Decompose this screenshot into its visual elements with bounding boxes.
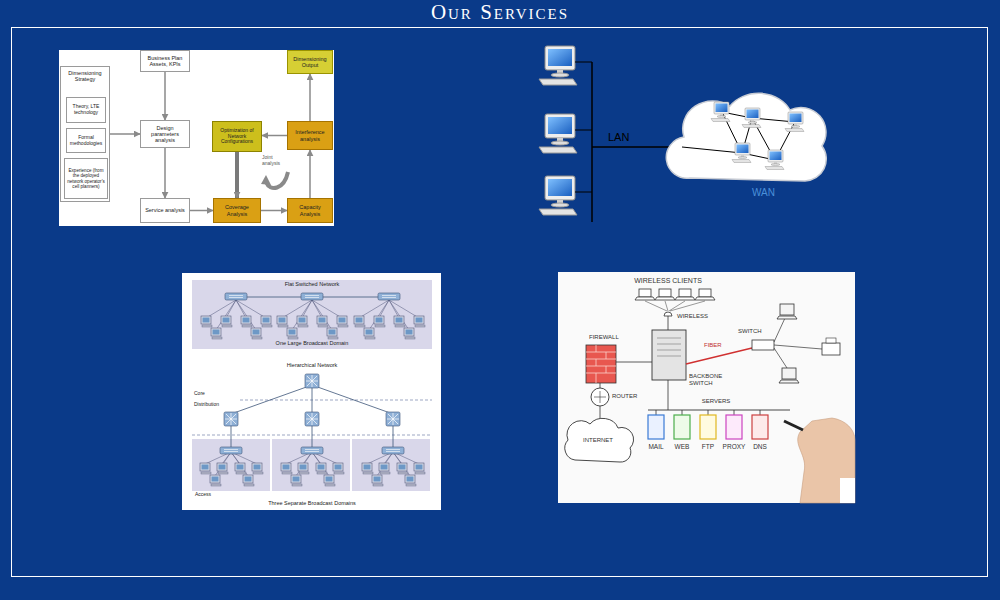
flow-box: Service analysis	[140, 198, 190, 223]
flow-box: Interference analysis	[287, 121, 333, 150]
illustration-label: SWITCH	[738, 328, 762, 335]
illustration-label: FTP	[702, 443, 714, 450]
box-text: Experience (from the deployed network op…	[65, 167, 107, 190]
box-text: Dimensioning Strategy	[61, 67, 109, 84]
flow-arrow	[309, 74, 311, 121]
illustration-label: SERVERS	[702, 398, 731, 405]
illustration-label: WIRELESS	[677, 313, 708, 320]
flow-box: Coverage Analysis	[213, 198, 261, 223]
box-text: Design parameters analysis	[141, 124, 189, 145]
flow-box: Dimensioning Output	[287, 50, 333, 74]
flow-box: Business Plan Assets, KPIs	[140, 50, 190, 72]
box-text: Business Plan Assets, KPIs	[141, 54, 189, 69]
illustration-label: LAN	[608, 131, 629, 144]
box-text: Formal methodologies	[67, 134, 105, 148]
illustration-label: DNS	[753, 443, 767, 450]
flow-arrow	[262, 135, 287, 137]
flow-arrow	[190, 210, 213, 212]
illustration-label: Joint analysis	[262, 155, 287, 167]
illustration-label: WIRELESS CLIENTS	[634, 277, 702, 285]
flow-arrow	[235, 152, 239, 198]
illustration-label: Three Separate Broadcast Domains	[268, 500, 356, 506]
flow-box: Formal methodologies	[66, 128, 106, 153]
illustration-label: One Large Broadcast Domain	[276, 340, 349, 346]
illustration-label: Core	[194, 391, 205, 397]
flow-box: Dimensioning StrategyTheory, LTE technol…	[60, 66, 110, 202]
box-text: Coverage Analysis	[214, 203, 260, 218]
illustration-label: FIREWALL	[589, 334, 619, 341]
illustration-label: WAN	[752, 187, 775, 199]
flow-box: Experience (from the deployed network op…	[64, 158, 108, 199]
box-text: Interference analysis	[288, 128, 332, 143]
illustration-label: PROXY	[723, 443, 746, 450]
flow-box: Theory, LTE technology	[66, 97, 106, 123]
illustration-label: INTERNET	[583, 437, 613, 444]
page-title: Our Services	[0, 0, 1000, 24]
flow-arrow	[261, 210, 287, 212]
flow-box: Capacity Analysis	[287, 198, 333, 223]
illustration-label: MAIL	[648, 443, 663, 450]
box-text: Service analysis	[143, 206, 187, 214]
flow-arrow	[309, 150, 311, 198]
box-text: Theory, LTE technology	[67, 103, 105, 117]
illustration-label: WEB	[675, 443, 690, 450]
flow-box: Design parameters analysis	[140, 120, 190, 148]
flow-arrow	[164, 148, 166, 198]
illustration-label: Hierarchical Network	[287, 362, 338, 368]
flow-arrow	[164, 72, 166, 120]
box-text: Capacity Analysis	[288, 203, 332, 218]
flow-arrow	[110, 133, 140, 135]
illustration-label: Access	[195, 492, 211, 498]
flow-box: Optimization of Network Configurations	[212, 121, 262, 152]
illustration-label: BACKBONE SWITCH	[689, 373, 731, 387]
box-text: Dimensioning Output	[288, 55, 332, 70]
illustration-label: FIBER	[704, 342, 722, 349]
illustration-label: Distribution	[194, 402, 219, 408]
illustration-label: Flat Switched Network	[285, 281, 340, 287]
illustration-label: ROUTER	[612, 393, 637, 400]
box-text: Optimization of Network Configurations	[213, 127, 261, 146]
